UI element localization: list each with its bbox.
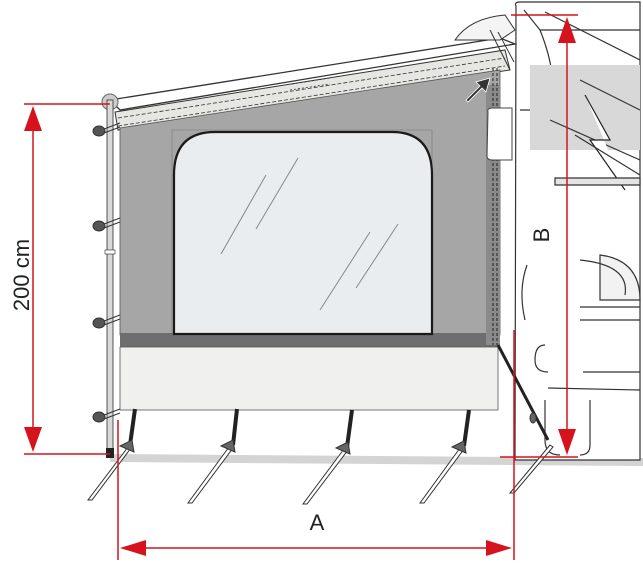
dimension-height-b [500, 14, 578, 458]
width-dimension-label: A [309, 510, 325, 535]
vehicle-height-label: B [529, 227, 554, 243]
rail-clip [486, 107, 513, 161]
dimension-height [24, 103, 110, 455]
pole-tensioners [92, 122, 121, 423]
dimension-width-a [117, 330, 515, 560]
awning-roof [108, 14, 518, 131]
vehicle [514, 1, 641, 461]
panel-window [172, 130, 434, 336]
height-dimension-label: 200 cm [9, 238, 34, 312]
attachment-arrow-icon [465, 77, 491, 103]
support-pole [101, 93, 119, 458]
